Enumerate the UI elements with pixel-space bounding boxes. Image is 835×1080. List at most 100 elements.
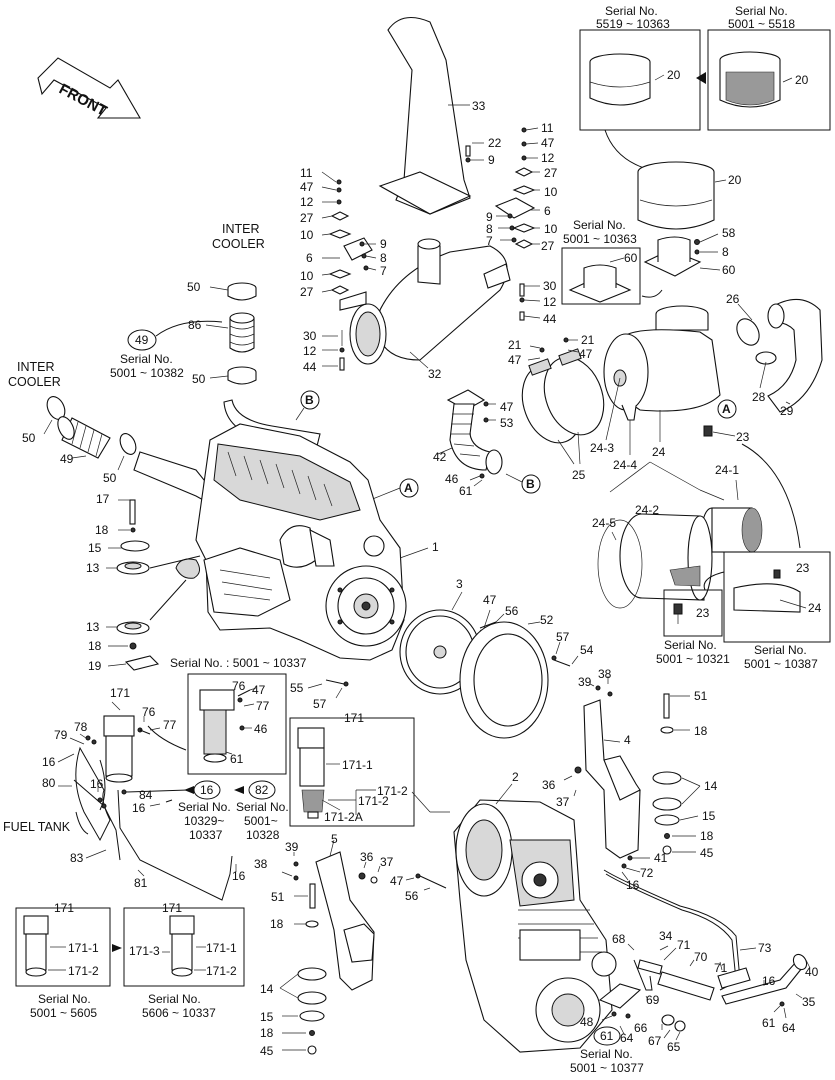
part-64a: 64 xyxy=(782,1021,796,1035)
part-18e: 18 xyxy=(270,917,284,931)
part-47d: 47 xyxy=(541,136,555,150)
part-27d: 27 xyxy=(541,239,555,253)
part-65: 65 xyxy=(667,1040,681,1054)
part-58: 58 xyxy=(722,226,736,240)
part-16a: 16 xyxy=(42,755,56,769)
part-24-1: 24-1 xyxy=(715,463,739,477)
serial-range-82b: 10328 xyxy=(246,828,280,842)
leader-line xyxy=(411,791,431,813)
part-36a: 36 xyxy=(542,778,556,792)
part-34: 34 xyxy=(659,929,673,943)
part-22: 22 xyxy=(488,136,502,150)
part-46b: 46 xyxy=(254,722,268,736)
part-23b: 23 xyxy=(696,606,710,620)
part-83: 83 xyxy=(70,851,84,865)
hose-70: 70 34 71 68 69 66 67 65 xyxy=(598,929,715,1054)
tube-73: 73 41 72 16 xyxy=(603,851,772,991)
part-47c: 47 xyxy=(300,180,314,194)
part-47g: 47 xyxy=(390,874,404,888)
part-171-2A: 171-2A xyxy=(324,810,363,824)
air-cleaner-cap-box-old: Serial No. 5001 ~ 5518 20 xyxy=(707,4,831,131)
part-18f: 18 xyxy=(260,1026,274,1040)
part-26: 26 xyxy=(726,292,740,306)
part-35: 35 xyxy=(802,995,816,1009)
leader-arrow xyxy=(741,443,801,549)
part-56a: 56 xyxy=(505,604,519,618)
part-7b: 7 xyxy=(486,234,493,248)
part-51a: 51 xyxy=(694,689,708,703)
serial-range: 5001 ~ 10363 xyxy=(563,232,637,246)
bolts-55-57: 55 57 xyxy=(290,679,349,711)
serial-title: Serial No. xyxy=(148,992,201,1006)
part-14b: 14 xyxy=(260,982,274,996)
serial-range: 5001 ~ 5605 xyxy=(30,1006,97,1020)
part-24-5: 24-5 xyxy=(592,516,616,530)
fuel-filter-171-box: 171 171-1 171-2A 171-2 171-2 xyxy=(289,711,415,827)
engine-mount-rear-right: 51 18 14 15 18 45 xyxy=(652,689,718,860)
serial-title: Serial No. xyxy=(580,1047,633,1061)
part-171-2b: 171-2 xyxy=(377,784,408,798)
part-50a: 50 xyxy=(187,280,201,294)
serial-range: 5001 ~ 10387 xyxy=(744,657,818,671)
part-29: 29 xyxy=(780,404,794,418)
bubble-16-82: 16 82 Serial No. 10329~ 10337 Serial No.… xyxy=(178,780,289,842)
part-6a: 6 xyxy=(306,251,313,265)
part-67: 67 xyxy=(648,1034,662,1048)
ref-a-circle xyxy=(717,399,737,419)
ref-b2-label: B xyxy=(305,393,314,407)
part-39a: 39 xyxy=(578,675,592,689)
part-76a: 76 xyxy=(232,679,246,693)
serial-range-16a: 10329~ xyxy=(184,814,224,828)
part-84: 84 xyxy=(139,788,153,802)
part-6b: 6 xyxy=(544,204,551,218)
part-8c: 8 xyxy=(486,222,493,236)
part-25: 25 xyxy=(572,468,586,482)
part-10c: 10 xyxy=(544,185,558,199)
part-27c: 27 xyxy=(544,166,558,180)
part-23-box-left: 23 Serial No. 5001 ~ 10321 xyxy=(656,589,730,666)
serial-title: Serial No. xyxy=(735,4,788,18)
part-61a: 61 xyxy=(459,484,473,498)
part-12d: 12 xyxy=(543,295,557,309)
part-12c: 12 xyxy=(541,151,555,165)
part-47b: 47 xyxy=(579,347,593,361)
bracket-4: 4 38 39 36 37 xyxy=(542,667,641,859)
part-38b: 38 xyxy=(254,857,268,871)
part-30b: 30 xyxy=(543,279,557,293)
bubble-82: 82 xyxy=(255,783,269,797)
part-48: 48 xyxy=(580,1015,594,1029)
part-12a: 12 xyxy=(300,195,314,209)
part-44b: 44 xyxy=(543,312,557,326)
part-68: 68 xyxy=(612,932,626,946)
arrow-icon xyxy=(112,944,122,952)
part-78: 78 xyxy=(74,720,88,734)
serial-range-16b: 10337 xyxy=(189,828,223,842)
part-7a: 7 xyxy=(380,264,387,278)
bubble-61-serial: 48 64 61 Serial No. 5001 ~ 10377 xyxy=(570,1011,644,1075)
part-47e: 47 xyxy=(500,400,514,414)
serial-title: Serial No. xyxy=(120,352,173,366)
part-3: 3 xyxy=(456,577,463,591)
serial-title: Serial No. xyxy=(664,638,717,652)
part-27b: 27 xyxy=(300,285,314,299)
part-10b: 10 xyxy=(300,269,314,283)
part-16d: 16 xyxy=(232,869,246,883)
part-24-3: 24-3 xyxy=(590,441,614,455)
intercooler-top: INTER COOLER 50 86 50 xyxy=(187,222,321,451)
part-64b: 64 xyxy=(620,1031,634,1045)
part-21b: 21 xyxy=(581,333,595,347)
part-80: 80 xyxy=(42,776,56,790)
part-36b: 36 xyxy=(360,850,374,864)
part-16f: 16 xyxy=(762,974,776,988)
part-13a: 13 xyxy=(86,561,100,575)
part-71b: 71 xyxy=(677,938,691,952)
serial-range: 5001 ~ 10321 xyxy=(656,652,730,666)
part-60b: 60 xyxy=(624,251,638,265)
air-cleaner-body: 24-3 24-4 24 xyxy=(590,305,721,472)
air-inlet-hose: 26 28 29 xyxy=(726,292,823,418)
part-33: 33 xyxy=(472,99,486,113)
part-16b: 16 xyxy=(90,777,104,791)
serial-title: Serial No. xyxy=(38,992,91,1006)
part-1: 1 xyxy=(432,540,439,554)
